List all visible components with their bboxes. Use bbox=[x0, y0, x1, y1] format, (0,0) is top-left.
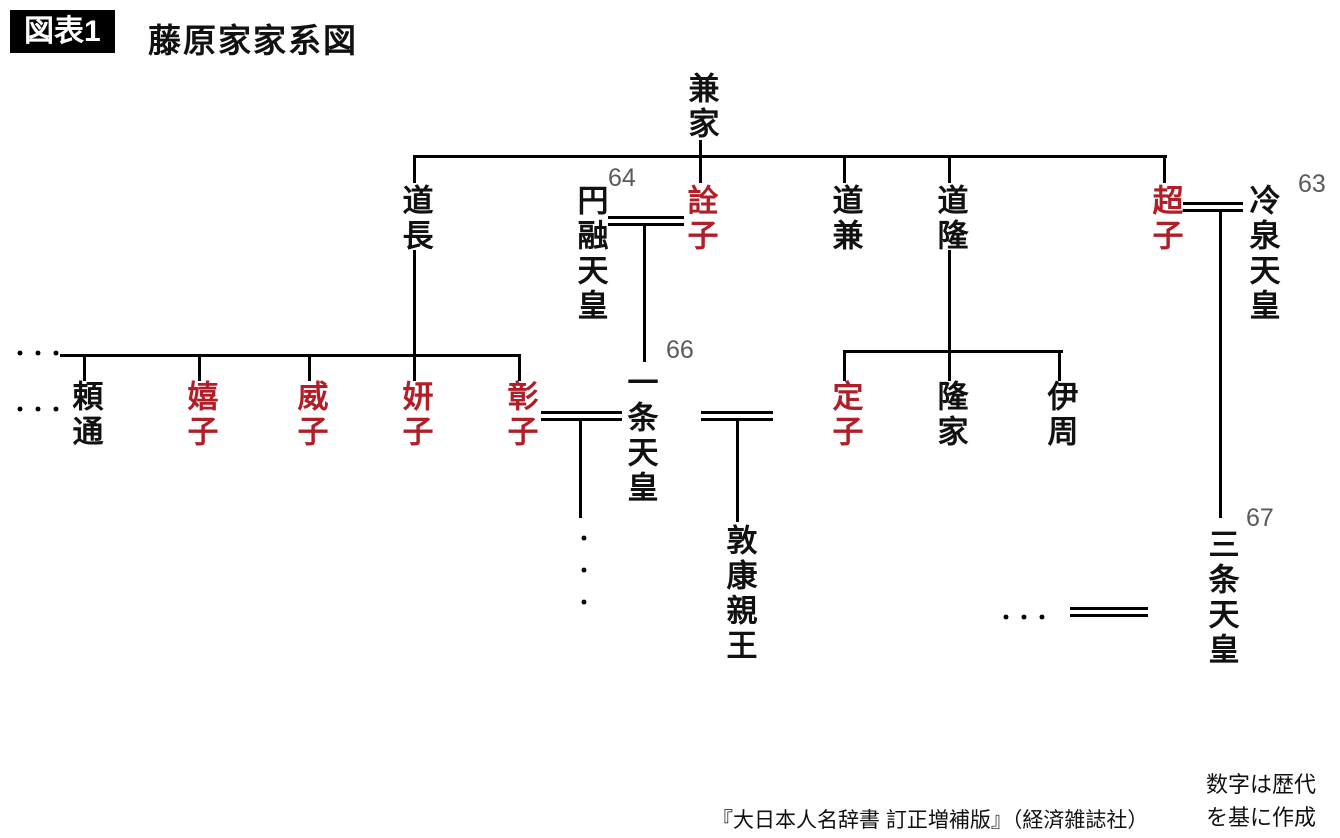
marriage-line-enyu-senshi bbox=[608, 216, 684, 226]
person-choshi: 超子 bbox=[1147, 184, 1183, 254]
ellipsis-shoshi-offspring: ･･･ bbox=[567, 526, 595, 622]
person-senshi: 詮子 bbox=[682, 184, 718, 254]
person-shoshi: 彰子 bbox=[502, 380, 538, 450]
marriage-line-sanjo bbox=[1070, 607, 1148, 617]
ellipsis-more-line: ･･･ bbox=[14, 341, 68, 368]
person-kishi: 嬉子 bbox=[182, 380, 218, 450]
marriage-line-choshi-reizei bbox=[1183, 202, 1243, 212]
ellipsis-more-children: ･･･ bbox=[14, 397, 68, 424]
person-takaie: 隆家 bbox=[932, 380, 968, 450]
reign-number-reizei: 63 bbox=[1298, 170, 1326, 198]
reign-number-sanjo: 67 bbox=[1246, 504, 1274, 532]
drop-michinaga bbox=[413, 155, 416, 183]
person-michitaka: 道隆 bbox=[932, 184, 968, 254]
figure-title: 藤原家家系図 bbox=[148, 22, 358, 59]
person-korechika: 伊周 bbox=[1042, 380, 1078, 450]
sibling-line-michitaka-children bbox=[843, 350, 1063, 353]
footnote-line-1: 数字は歴代 bbox=[1206, 772, 1317, 797]
person-ishi: 威子 bbox=[292, 380, 328, 450]
person-atsuyasu-shinno: 敦康親王 bbox=[721, 524, 757, 664]
reign-number-enyu: 64 bbox=[608, 164, 636, 192]
drop-choshi bbox=[1163, 155, 1166, 183]
stem-michitaka-children bbox=[948, 250, 951, 353]
footnote-line-2: を基に作成 bbox=[1206, 805, 1317, 830]
sibling-line-gen1 bbox=[413, 155, 1167, 158]
drop-shoshi bbox=[518, 354, 521, 381]
drop-teishi bbox=[843, 350, 846, 381]
ellipsis-sanjo-consort: ･･･ bbox=[1000, 605, 1054, 632]
drop-michikane bbox=[843, 155, 846, 183]
reign-number-ichijo: 66 bbox=[666, 336, 694, 364]
stem-michinaga-children bbox=[413, 250, 416, 357]
drop-senshi bbox=[699, 155, 702, 183]
person-ichijo-tenno: 一条天皇 bbox=[622, 366, 658, 506]
person-michinaga: 道長 bbox=[397, 184, 433, 254]
drop-yorimichi bbox=[83, 354, 86, 381]
drop-kenshi bbox=[413, 354, 416, 381]
figure-number-badge: 図表1 bbox=[10, 10, 115, 53]
drop-kishi bbox=[198, 354, 201, 381]
footnote: 数字は歴代 を基に作成 bbox=[1206, 768, 1316, 834]
stem-sanjo bbox=[1219, 212, 1222, 518]
drop-takaie bbox=[948, 350, 951, 381]
person-yorimichi: 頼通 bbox=[67, 380, 103, 450]
person-kenshi: 妍子 bbox=[397, 380, 433, 450]
person-kaneie: 兼家 bbox=[683, 72, 719, 142]
drop-korechika bbox=[1058, 350, 1061, 381]
person-reizei-tenno: 冷泉天皇 bbox=[1244, 184, 1280, 324]
person-michikane: 道兼 bbox=[827, 184, 863, 254]
marriage-line-ichijo-teishi bbox=[701, 411, 773, 421]
stem-kaneie bbox=[699, 140, 702, 156]
person-sanjo-tenno: 三条天皇 bbox=[1203, 528, 1239, 668]
stem-ichijo bbox=[643, 226, 646, 362]
drop-michitaka bbox=[948, 155, 951, 183]
stem-shoshi-offspring bbox=[579, 421, 582, 518]
person-enyu-tenno: 円融天皇 bbox=[572, 184, 608, 324]
drop-ishi bbox=[308, 354, 311, 381]
marriage-line-shoshi-ichijo bbox=[541, 411, 622, 421]
sibling-line-michinaga-children bbox=[60, 354, 521, 357]
stem-atsuyasu bbox=[736, 421, 739, 522]
source-citation: 『大日本人名辞書 訂正増補版』（経済雑誌社） bbox=[712, 809, 1149, 832]
person-teishi: 定子 bbox=[827, 380, 863, 450]
